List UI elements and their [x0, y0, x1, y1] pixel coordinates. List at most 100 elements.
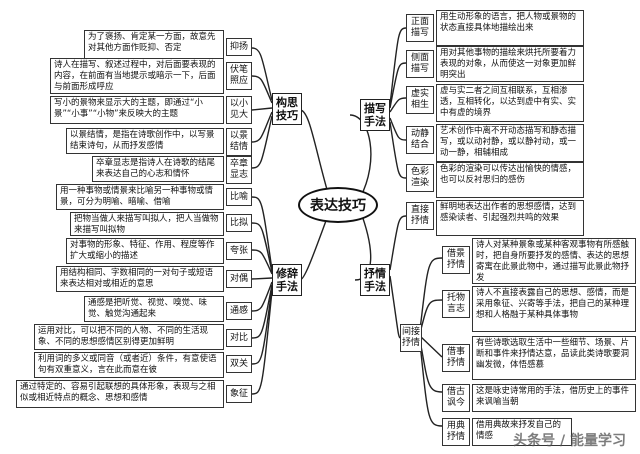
shuqing-desc-1: 鲜明地表达出作者的思想感情，达到感染读者、引起强烈共鸣的效果 [436, 200, 584, 236]
shuqing-indirect-label-text: 间接抒情 [401, 327, 420, 348]
miaoxie-label-2-text: 侧面描写 [410, 53, 429, 74]
gousi-desc-5-text: 卒章显志是指诗人在诗歌的结尾来表达自己的心志和情怀 [96, 158, 216, 179]
shuqing-label-6: 用典抒情 [442, 418, 470, 446]
xiuci-desc-2-text: 把物当做人来描写叫拟人，把人当做物来描写叫拟物 [74, 214, 219, 235]
gousi-desc-3: 写小的景物来显示大的主题，即通过“小景”“小事”“小物”来反映大的主题 [50, 96, 224, 124]
shuqing-label-4: 借事抒情 [442, 344, 470, 372]
xiuci-label-1-text: 比喻 [229, 191, 248, 202]
gousi-desc-3-text: 写小的景物来显示大的主题，即通过“小景”“小事”“小物”来反映大的主题 [54, 98, 203, 119]
miaoxie-label-5-text: 色彩渲染 [410, 167, 429, 188]
shuqing-label-4-text: 借事抒情 [446, 347, 465, 368]
xiuci-desc-1-text: 用一种事物或情景来比喻另一种事物或情景，可分为明喻、暗喻、借喻 [60, 186, 214, 207]
shuqing-desc-3: 诗人不直接表露自己的思想、感情，而是采用象征、兴寄等手法，把自己的某种理想和人格… [472, 286, 636, 332]
shuqing-desc-6-text: 借用典故来抒发自己的情感 [476, 420, 562, 441]
xiuci-label-1: 比喻 [226, 188, 252, 206]
shuqing-label-5-text: 借古讽今 [446, 387, 465, 408]
xiuci-label-5: 通感 [226, 302, 252, 320]
center-topic-text: 表达技巧 [310, 198, 366, 214]
xiuci-desc-5: 通感是把听觉、视觉、嗅觉、味觉、触觉沟通起来 [84, 296, 224, 322]
shuqing-desc-4: 有些诗歌选取生活中一些细节、场景、片断和事件来抒情达意，品读此类诗歌要洞幽发微，… [472, 336, 636, 380]
branch-miaoxie-text: 描写手法 [364, 102, 386, 128]
shuqing-label-1-text: 直接抒情 [410, 205, 429, 226]
shuqing-desc-2-text: 诗人对某种景象或某种客观事物有所感触时，把自身所要抒发的感情、表达的思想寄寓在此… [476, 240, 630, 283]
miaoxie-desc-5-text: 色彩的渲染可以传达出愉快的情感，也可以反衬思归的感伤 [440, 164, 577, 185]
gousi-desc-2: 诗人在描写、叙述过程中，对后面要表现的内容，在前面有当地提示或暗示一下，后面与前… [50, 58, 224, 94]
gousi-desc-4: 以景结情，是指在诗歌创作中，以写景结束诗句，从而抒发感情 [66, 128, 224, 154]
shuqing-desc-6: 借用典故来抒发自己的情感 [472, 418, 572, 446]
shuqing-desc-2: 诗人对某种景象或某种客观事物有所感触时，把自身所要抒发的感情、表达的思想寄寓在此… [472, 238, 636, 284]
xiuci-desc-4: 用结构相同、字数相同的一对句子或短语来表达相对或相近的意思 [56, 266, 224, 292]
shuqing-label-2: 借景抒情 [442, 246, 470, 274]
gousi-label-3-text: 以小见大 [229, 99, 248, 120]
xiuci-desc-8: 通过特定的、容易引起联想的具体形象，表现与之相似或相近特点的概念、思想和感情 [16, 380, 224, 408]
xiuci-desc-3: 对事物的形象、特征、作用、程度等作扩大或缩小的描述 [66, 238, 224, 264]
branch-shuqing-text: 抒情手法 [364, 267, 386, 293]
gousi-desc-4-text: 以景结情，是指在诗歌创作中，以写景结束诗句，从而抒发感情 [70, 130, 215, 151]
gousi-label-5: 卒章显志 [226, 156, 252, 184]
xiuci-label-3-text: 夸张 [229, 245, 248, 256]
xiuci-desc-7: 利用词的多义或同音（或者近）条件，有意使语句有双重意义，言在此而意在彼 [34, 352, 224, 378]
xiuci-label-2-text: 比拟 [229, 217, 248, 228]
gousi-label-1: 抑扬 [226, 38, 252, 56]
gousi-label-4-text: 以景结情 [229, 131, 248, 152]
miaoxie-desc-2: 用对其他事物的描绘来烘托所要着力表现的对象，从而使这一对象更加鲜明突出 [436, 46, 584, 82]
watermark: 头条号 / 能量学习 [513, 430, 626, 450]
branch-xiuci-text: 修辞手法 [276, 267, 298, 293]
gousi-label-4: 以景结情 [226, 128, 252, 156]
xiuci-desc-4-text: 用结构相同、字数相同的一对句子或短语来表达相对或相近的意思 [60, 268, 214, 289]
branch-miaoxie: 描写手法 [360, 99, 390, 131]
miaoxie-desc-5: 色彩的渲染可以传达出愉快的情感，也可以反衬思归的感伤 [436, 162, 584, 198]
gousi-desc-5: 卒章显志是指诗人在诗歌的结尾来表达自己的心志和情怀 [92, 156, 224, 182]
branch-shuqing: 抒情手法 [360, 264, 390, 296]
shuqing-desc-3-text: 诗人不直接表露自己的思想、感情，而是采用象征、兴寄等手法，把自己的某种理想和人格… [476, 288, 630, 320]
xiuci-desc-3-text: 对事物的形象、特征、作用、程度等作扩大或缩小的描述 [70, 240, 215, 261]
miaoxie-desc-3: 虚与实二者之间互相联系，互相渗透，互相转化，以达到虚中有实、实中有虚的境界 [436, 84, 584, 122]
xiuci-label-6-text: 对比 [229, 332, 248, 343]
gousi-desc-1: 为了褒扬、肯定某一方面，故意先对其他方面作贬抑、否定 [84, 30, 224, 60]
miaoxie-label-1-text: 正面描写 [410, 17, 429, 38]
shuqing-desc-4-text: 有些诗歌选取生活中一些细节、场景、片断和事件来抒情达意，品读此类诗歌要洞幽发微，… [476, 338, 630, 370]
xiuci-desc-1: 用一种事物或情景来比喻另一种事物或情景，可分为明喻、暗喻、借喻 [56, 184, 224, 210]
miaoxie-label-3: 虚实相生 [406, 86, 434, 114]
center-topic: 表达技巧 [298, 187, 378, 223]
xiuci-desc-6: 运用对比，可以把不同的人物、不同的生活现象、不同的思想感情区别得更加鲜明 [34, 324, 224, 350]
miaoxie-label-4-text: 动静结合 [410, 129, 429, 150]
branch-xiuci: 修辞手法 [272, 264, 302, 296]
branch-gousi-text: 构思技巧 [276, 96, 298, 122]
miaoxie-desc-1-text: 用生动形象的语言，把人物或景物的状态直接具体地描绘出来 [440, 12, 577, 33]
shuqing-label-1: 直接抒情 [406, 202, 434, 230]
miaoxie-desc-4: 艺术创作中离不开动态描写和静态描写，或以动衬静，或以静衬动，或一动一静，相辅相成 [436, 124, 584, 162]
miaoxie-desc-3-text: 虚与实二者之间互相联系，互相渗透，互相转化，以达到虚中有实、实中有虚的境界 [440, 86, 577, 118]
xiuci-label-7: 双关 [226, 355, 252, 373]
shuqing-label-6-text: 用典抒情 [446, 421, 465, 442]
xiuci-desc-2: 把物当做人来描写叫拟人，把人当做物来描写叫拟物 [70, 212, 224, 236]
miaoxie-label-1: 正面描写 [406, 14, 434, 42]
shuqing-label-3: 托物言志 [442, 290, 470, 318]
gousi-label-2-text: 伏笔照应 [229, 65, 248, 86]
gousi-label-1-text: 抑扬 [229, 41, 248, 52]
gousi-label-2: 伏笔照应 [226, 62, 252, 90]
miaoxie-desc-2-text: 用对其他事物的描绘来烘托所要着力表现的对象，从而使这一对象更加鲜明突出 [440, 48, 577, 80]
gousi-desc-2-text: 诗人在描写、叙述过程中，对后面要表现的内容，在前面有当地提示或暗示一下，后面与前… [54, 60, 216, 92]
shuqing-label-5: 借古讽今 [442, 384, 470, 412]
xiuci-label-2: 比拟 [226, 214, 252, 232]
miaoxie-label-4: 动静结合 [406, 126, 434, 154]
xiuci-label-4: 对偶 [226, 270, 252, 288]
xiuci-label-8-text: 象征 [229, 388, 248, 399]
shuqing-indirect-label: 间接抒情 [400, 324, 422, 352]
watermark-text: 头条号 / 能量学习 [513, 433, 626, 449]
shuqing-desc-5: 这是咏史诗常用的手法，借历史上的事件来讽喻当朝 [472, 384, 636, 412]
shuqing-desc-5-text: 这是咏史诗常用的手法，借历史上的事件来讽喻当朝 [476, 386, 630, 407]
xiuci-label-5-text: 通感 [229, 305, 248, 316]
xiuci-label-3: 夸张 [226, 242, 252, 260]
xiuci-label-8: 象征 [226, 385, 252, 403]
xiuci-desc-5-text: 通感是把听觉、视觉、嗅觉、味觉、触觉沟通起来 [88, 298, 208, 319]
miaoxie-desc-4-text: 艺术创作中离不开动态描写和静态描写，或以动衬静，或以静衬动，或一动一静，相辅相成 [440, 126, 577, 158]
xiuci-desc-8-text: 通过特定的、容易引起联想的具体形象，表现与之相似或相近特点的概念、思想和感情 [20, 382, 216, 403]
branch-gousi: 构思技巧 [272, 93, 302, 125]
shuqing-label-2-text: 借景抒情 [446, 249, 465, 270]
miaoxie-label-2: 侧面描写 [406, 50, 434, 78]
gousi-label-3: 以小见大 [226, 96, 252, 124]
xiuci-desc-7-text: 利用词的多义或同音（或者近）条件，有意使语句有双重意义，言在此而意在彼 [38, 354, 217, 375]
xiuci-label-4-text: 对偶 [229, 273, 248, 284]
